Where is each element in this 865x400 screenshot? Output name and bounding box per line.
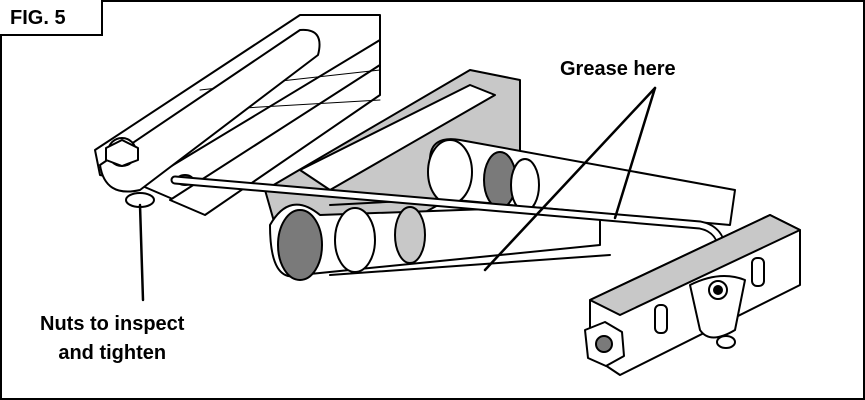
axle-nut [584,321,625,367]
nuts-callout-line1: Nuts to inspect [40,313,185,335]
callout-leaders [138,86,657,302]
grease-here-callout: Grease here [560,58,676,80]
nuts-callout-line2: and tighten [58,342,167,364]
upper-bushing-tube [427,138,736,226]
equalizer-tube [269,189,611,281]
axle-bracket [589,214,801,376]
figure-label-box: FIG. 5 [0,0,103,36]
spring-shackle [99,28,321,193]
nuts-callout: Nuts to inspect and tighten [40,310,184,368]
figure-label: FIG. 5 [10,7,66,29]
